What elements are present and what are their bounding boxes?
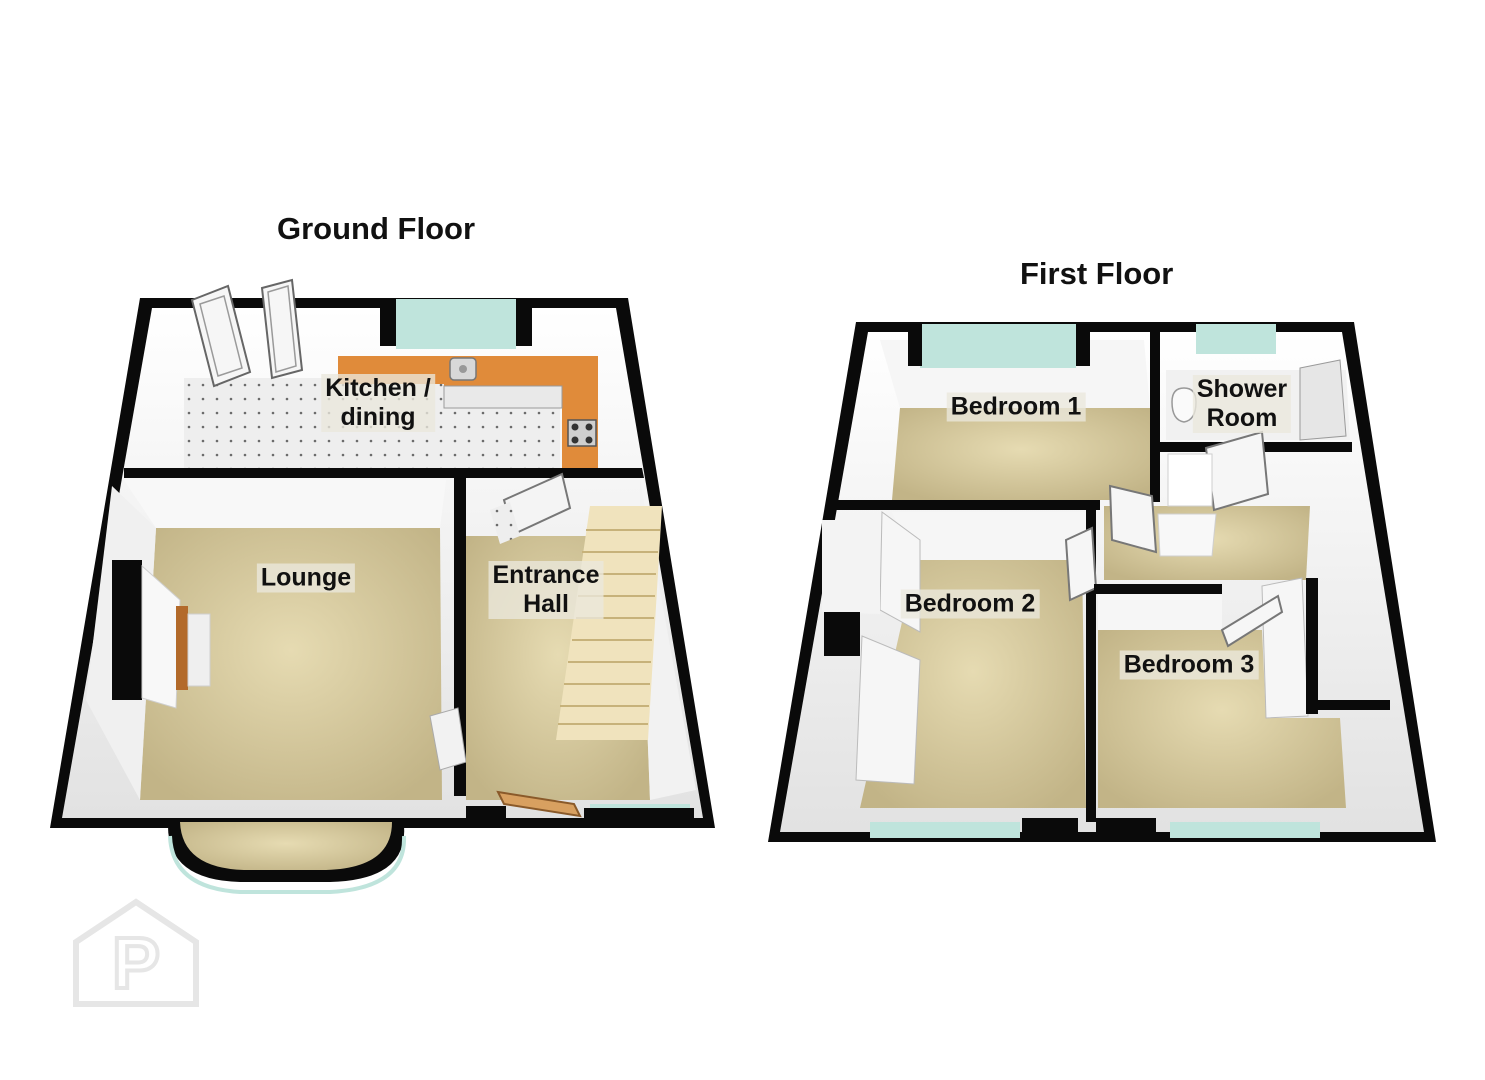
room-label-bedroom-1: Bedroom 1 [946,392,1086,422]
lounge-back-wall [124,480,446,528]
room-label-entrance-hall: Entrance Hall [488,561,604,619]
shower-tray [1299,359,1347,441]
room-label-bedroom-3: Bedroom 3 [1119,650,1259,680]
first-internal-wall [836,500,1100,510]
room-label-kitchen: Kitchen / dining [321,374,435,432]
room-label-shower-line2: Room [1206,404,1278,432]
patio-doors [190,278,304,388]
kitchen-window [396,299,516,349]
ground-floor-title: Ground Floor [277,211,476,246]
room-label-hall-line2: Hall [523,590,569,618]
bedroom1-window [920,324,1076,368]
wardrobe-lower [855,635,921,785]
front-wall-gap [466,806,506,828]
watermark-letter: P [112,924,160,1004]
bedroom2-door [1064,526,1098,602]
chimney-breast [112,560,142,700]
fireplace-hearth [176,606,188,690]
landing-door-bedroom1 [1108,484,1158,554]
room-label-lounge: Lounge [256,563,356,593]
ground-floor-plan [50,278,715,894]
room-label-shower-room: Shower Room [1192,375,1292,433]
kitchen-units [443,385,563,409]
room-label-kitchen-line1: Kitchen / [325,374,431,402]
first-floor-title: First Floor [1020,256,1174,291]
room-label-lounge-line1: Lounge [260,563,352,592]
shower-window [1196,324,1276,354]
room-label-bedroom3-line1: Bedroom 3 [1123,650,1255,679]
room-label-shower-line1: Shower [1196,375,1288,403]
landing-cupboard [1167,453,1213,507]
ground-internal-wall [124,468,644,478]
sink-drain [459,365,467,373]
room-label-hall-line1: Entrance [492,561,600,589]
lounge-floor [140,528,442,800]
room-label-kitchen-line2: dining [340,403,416,431]
bedroom2-window [870,822,1020,838]
room-label-bedroom2-line1: Bedroom 2 [904,589,1036,618]
bedroom3-cupboard [1261,577,1309,719]
bedroom3-door [1220,594,1284,648]
bedroom1-shower-wall [1150,324,1160,502]
kitchen-worktop [338,356,598,470]
front-door [496,790,582,818]
bedroom1-floor [892,408,1150,500]
first-floor-plan [768,322,1436,842]
bedroom3-window [1170,822,1320,838]
fireplace [141,564,181,709]
room-label-bedroom1-line1: Bedroom 1 [950,392,1082,421]
room-label-bedroom-2: Bedroom 2 [900,589,1040,619]
watermark-logo-icon: P [73,898,199,1007]
